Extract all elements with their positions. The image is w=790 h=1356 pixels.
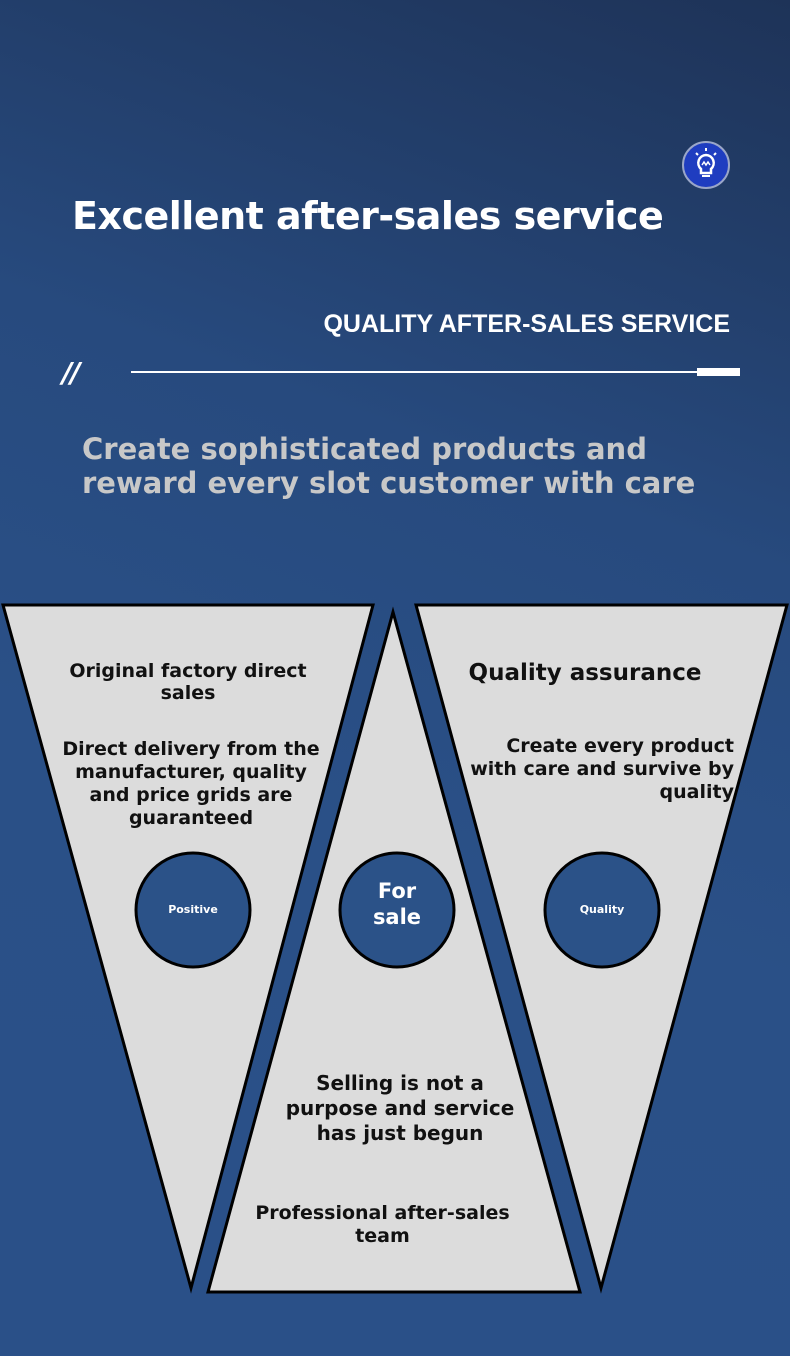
subtitle: QUALITY AFTER-SALES SERVICE <box>323 310 730 338</box>
divider-line <box>131 371 697 373</box>
tagline-line-2: reward every slot customer with care <box>82 466 696 500</box>
tagline: Create sophisticated products and reward… <box>82 432 695 500</box>
circle-positive <box>134 851 252 969</box>
left-heading: Original factory direct sales <box>69 660 307 704</box>
circle-label-positive: Positive <box>168 903 218 916</box>
middle-body: Selling is not a purpose and service has… <box>285 1071 515 1145</box>
circle-label-line-2: sale <box>372 905 422 929</box>
tagline-line-1: Create sophisticated products and <box>82 432 647 466</box>
right-body: Create every product with care and survi… <box>470 735 734 803</box>
circle-label-for-sale: For sale <box>347 878 447 930</box>
middle-footer: Professional after-sales team <box>255 1202 510 1247</box>
page-title: Excellent after-sales service <box>72 194 664 238</box>
lightbulb-icon <box>682 141 730 189</box>
left-body: Direct delivery from the manufacturer, q… <box>62 738 320 829</box>
divider-cap <box>697 368 740 376</box>
circle-for-sale <box>338 851 456 969</box>
circle-label-quality: Quality <box>579 903 625 916</box>
right-heading: Quality assurance <box>468 660 702 686</box>
slash-mark: // <box>62 356 81 389</box>
circle-label-line-1: For <box>377 879 417 903</box>
circle-quality <box>543 851 661 969</box>
